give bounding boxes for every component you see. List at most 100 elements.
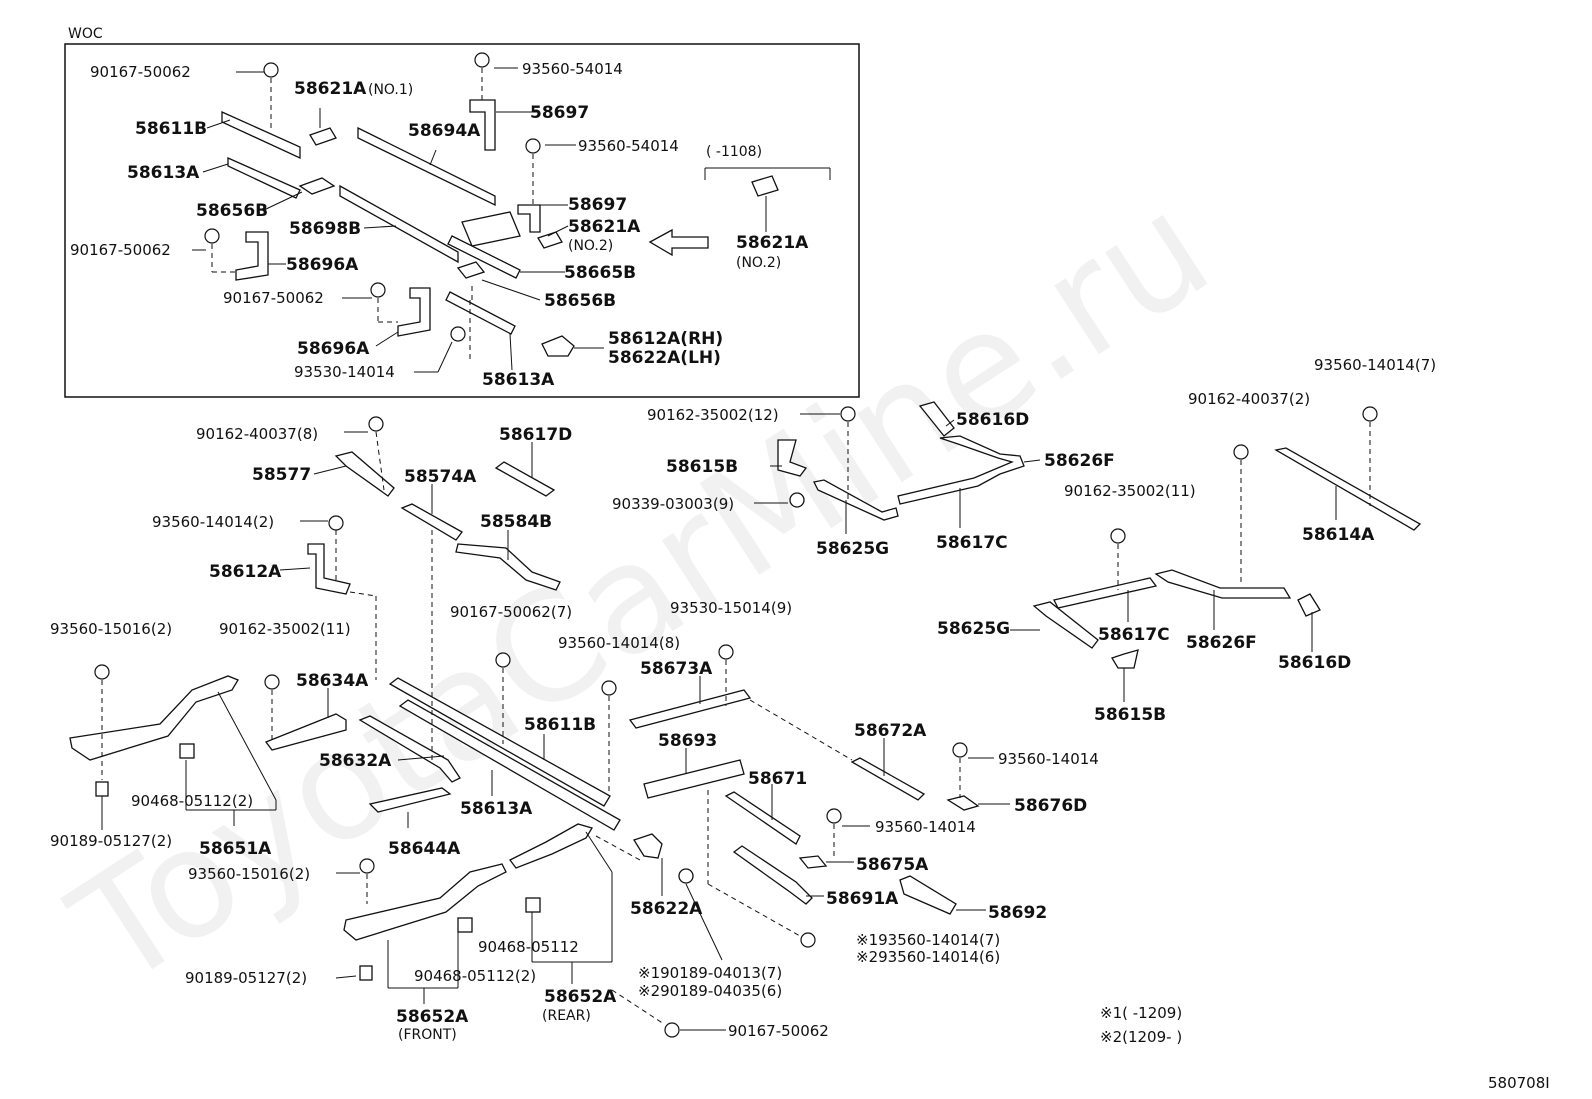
part-58611B-inset[interactable] [221, 110, 301, 160]
label-93560-14014[interactable]: 93560-14014 [998, 750, 1099, 768]
label-58697[interactable]: 58697 [568, 195, 627, 215]
label-58672A[interactable]: 58672A [854, 721, 927, 741]
part-58676D[interactable] [946, 795, 980, 811]
label-58698B[interactable]: 58698B [289, 219, 361, 239]
bolt-icon[interactable] [328, 515, 344, 531]
part-58584B[interactable] [455, 543, 561, 591]
part-58652A-rear[interactable] [509, 823, 593, 869]
label-90167-50062[interactable]: 90167-50062(7) [450, 603, 572, 621]
label-58696A[interactable]: 58696A [297, 339, 370, 359]
bolt-icon[interactable] [263, 62, 279, 78]
label-58626F[interactable]: 58626F [1186, 633, 1257, 653]
bolt-icon[interactable] [1110, 528, 1126, 544]
part-90339-03003[interactable] [789, 492, 805, 508]
part-90189-05127-grommet[interactable] [95, 781, 109, 797]
part-58651A[interactable] [69, 675, 239, 761]
label-90162-35002[interactable]: 90162-35002(12) [647, 406, 779, 424]
label-58692[interactable]: 58692 [988, 903, 1047, 923]
part-58673A[interactable] [628, 689, 752, 729]
label-90167-50062[interactable]: 90167-50062 [70, 241, 171, 259]
label-58697[interactable]: 58697 [530, 103, 589, 123]
part-58621A-no1[interactable] [309, 127, 337, 146]
bolt-icon[interactable] [718, 644, 734, 660]
part-58625G-low[interactable] [1032, 601, 1099, 649]
label-58621A-alt[interactable]: 58621A [736, 233, 809, 253]
part-58694A[interactable] [357, 126, 496, 207]
label-58622A-LH[interactable]: 58622A(LH) [608, 348, 721, 368]
label-star2-93560-14014[interactable]: ※293560-14014(6) [856, 948, 1000, 966]
part-58632A[interactable] [358, 715, 461, 783]
label-58613A[interactable]: 58613A [127, 163, 200, 183]
label-58693[interactable]: 58693 [658, 731, 717, 751]
part-58616D-low[interactable] [1297, 593, 1321, 617]
bolt-icon[interactable] [474, 52, 490, 68]
part-58613A-low[interactable] [445, 291, 516, 335]
label-90189-05127[interactable]: 90189-05127(2) [50, 832, 172, 850]
bolt-icon[interactable] [368, 416, 384, 432]
label-58616D[interactable]: 58616D [956, 410, 1029, 430]
part-58617C-low[interactable] [1053, 577, 1158, 609]
part-58696A-top[interactable] [235, 231, 269, 281]
label-58616D[interactable]: 58616D [1278, 653, 1351, 673]
label-93560-14014[interactable]: 93560-14014(7) [1314, 356, 1436, 374]
label-58644A[interactable]: 58644A [388, 839, 461, 859]
part-58616D-top[interactable] [918, 401, 955, 437]
label-93560-15016[interactable]: 93560-15016(2) [188, 865, 310, 883]
label-58613A[interactable]: 58613A [482, 370, 555, 390]
label-58696A[interactable]: 58696A [286, 255, 359, 275]
part-58697-top[interactable] [469, 99, 496, 151]
part-58577[interactable] [334, 451, 395, 497]
label-58656B[interactable]: 58656B [196, 201, 268, 221]
bolt-icon[interactable] [601, 680, 617, 696]
label-58617D[interactable]: 58617D [499, 425, 572, 445]
part-58696A-low[interactable] [397, 287, 431, 337]
part-58693[interactable] [643, 759, 745, 799]
part-channel-inset[interactable] [461, 211, 521, 247]
label-90162-35002[interactable]: 90162-35002(11) [219, 620, 351, 638]
part-58622A[interactable] [633, 833, 663, 859]
part-58691A[interactable] [732, 845, 813, 905]
label-90468-05112[interactable]: 90468-05112(2) [414, 967, 536, 985]
label-58676D[interactable]: 58676D [1014, 796, 1087, 816]
label-93560-14014[interactable]: 93560-14014 [875, 818, 976, 836]
label-58691A[interactable]: 58691A [826, 889, 899, 909]
label-90167-50062[interactable]: 90167-50062 [728, 1022, 829, 1040]
label-93560-54014[interactable]: 93560-54014 [578, 137, 679, 155]
label-58634A[interactable]: 58634A [296, 671, 369, 691]
part-58612A-58622A[interactable] [541, 335, 575, 357]
bolt-icon[interactable] [664, 1022, 680, 1038]
bolt-icon[interactable] [1233, 444, 1249, 460]
label-58694A[interactable]: 58694A [408, 121, 481, 141]
part-58612A[interactable] [307, 543, 351, 595]
label-58625G[interactable]: 58625G [816, 539, 889, 559]
label-90162-40037[interactable]: 90162-40037(2) [1188, 390, 1310, 408]
part-58634A[interactable] [264, 713, 347, 751]
part-58615B-top[interactable] [777, 439, 808, 477]
part-58656B-left[interactable] [298, 177, 336, 195]
bolt-icon[interactable] [495, 652, 511, 668]
bolt-icon[interactable] [264, 674, 280, 690]
label-58584B[interactable]: 58584B [480, 512, 552, 532]
label-90162-40037[interactable]: 90162-40037(8) [196, 425, 318, 443]
label-58613A[interactable]: 58613A [460, 799, 533, 819]
part-58672A[interactable] [850, 757, 926, 801]
bolt-icon[interactable] [94, 664, 110, 680]
label-58612A-RH[interactable]: 58612A(RH) [608, 329, 723, 349]
label-93560-14014[interactable]: 93560-14014(8) [558, 634, 680, 652]
part-58644A[interactable] [368, 787, 452, 813]
label-58632A[interactable]: 58632A [319, 751, 392, 771]
part-58652A-front[interactable] [343, 863, 507, 941]
part-58626F-low[interactable] [1154, 569, 1292, 599]
label-58673A[interactable]: 58673A [640, 659, 713, 679]
part-90189-05127-grommet[interactable] [359, 965, 373, 981]
bolt-icon[interactable] [1362, 406, 1378, 422]
label-58614A[interactable]: 58614A [1302, 525, 1375, 545]
label-58612A[interactable]: 58612A [209, 562, 282, 582]
label-58675A[interactable]: 58675A [856, 855, 929, 875]
bolt-icon[interactable] [840, 406, 856, 422]
label-58622A[interactable]: 58622A [630, 899, 703, 919]
label-58652A-rear[interactable]: 58652A [544, 987, 617, 1007]
part-58697-mid[interactable] [517, 204, 541, 233]
part-58621A-alt[interactable] [751, 175, 779, 197]
part-58611B[interactable] [388, 677, 611, 807]
